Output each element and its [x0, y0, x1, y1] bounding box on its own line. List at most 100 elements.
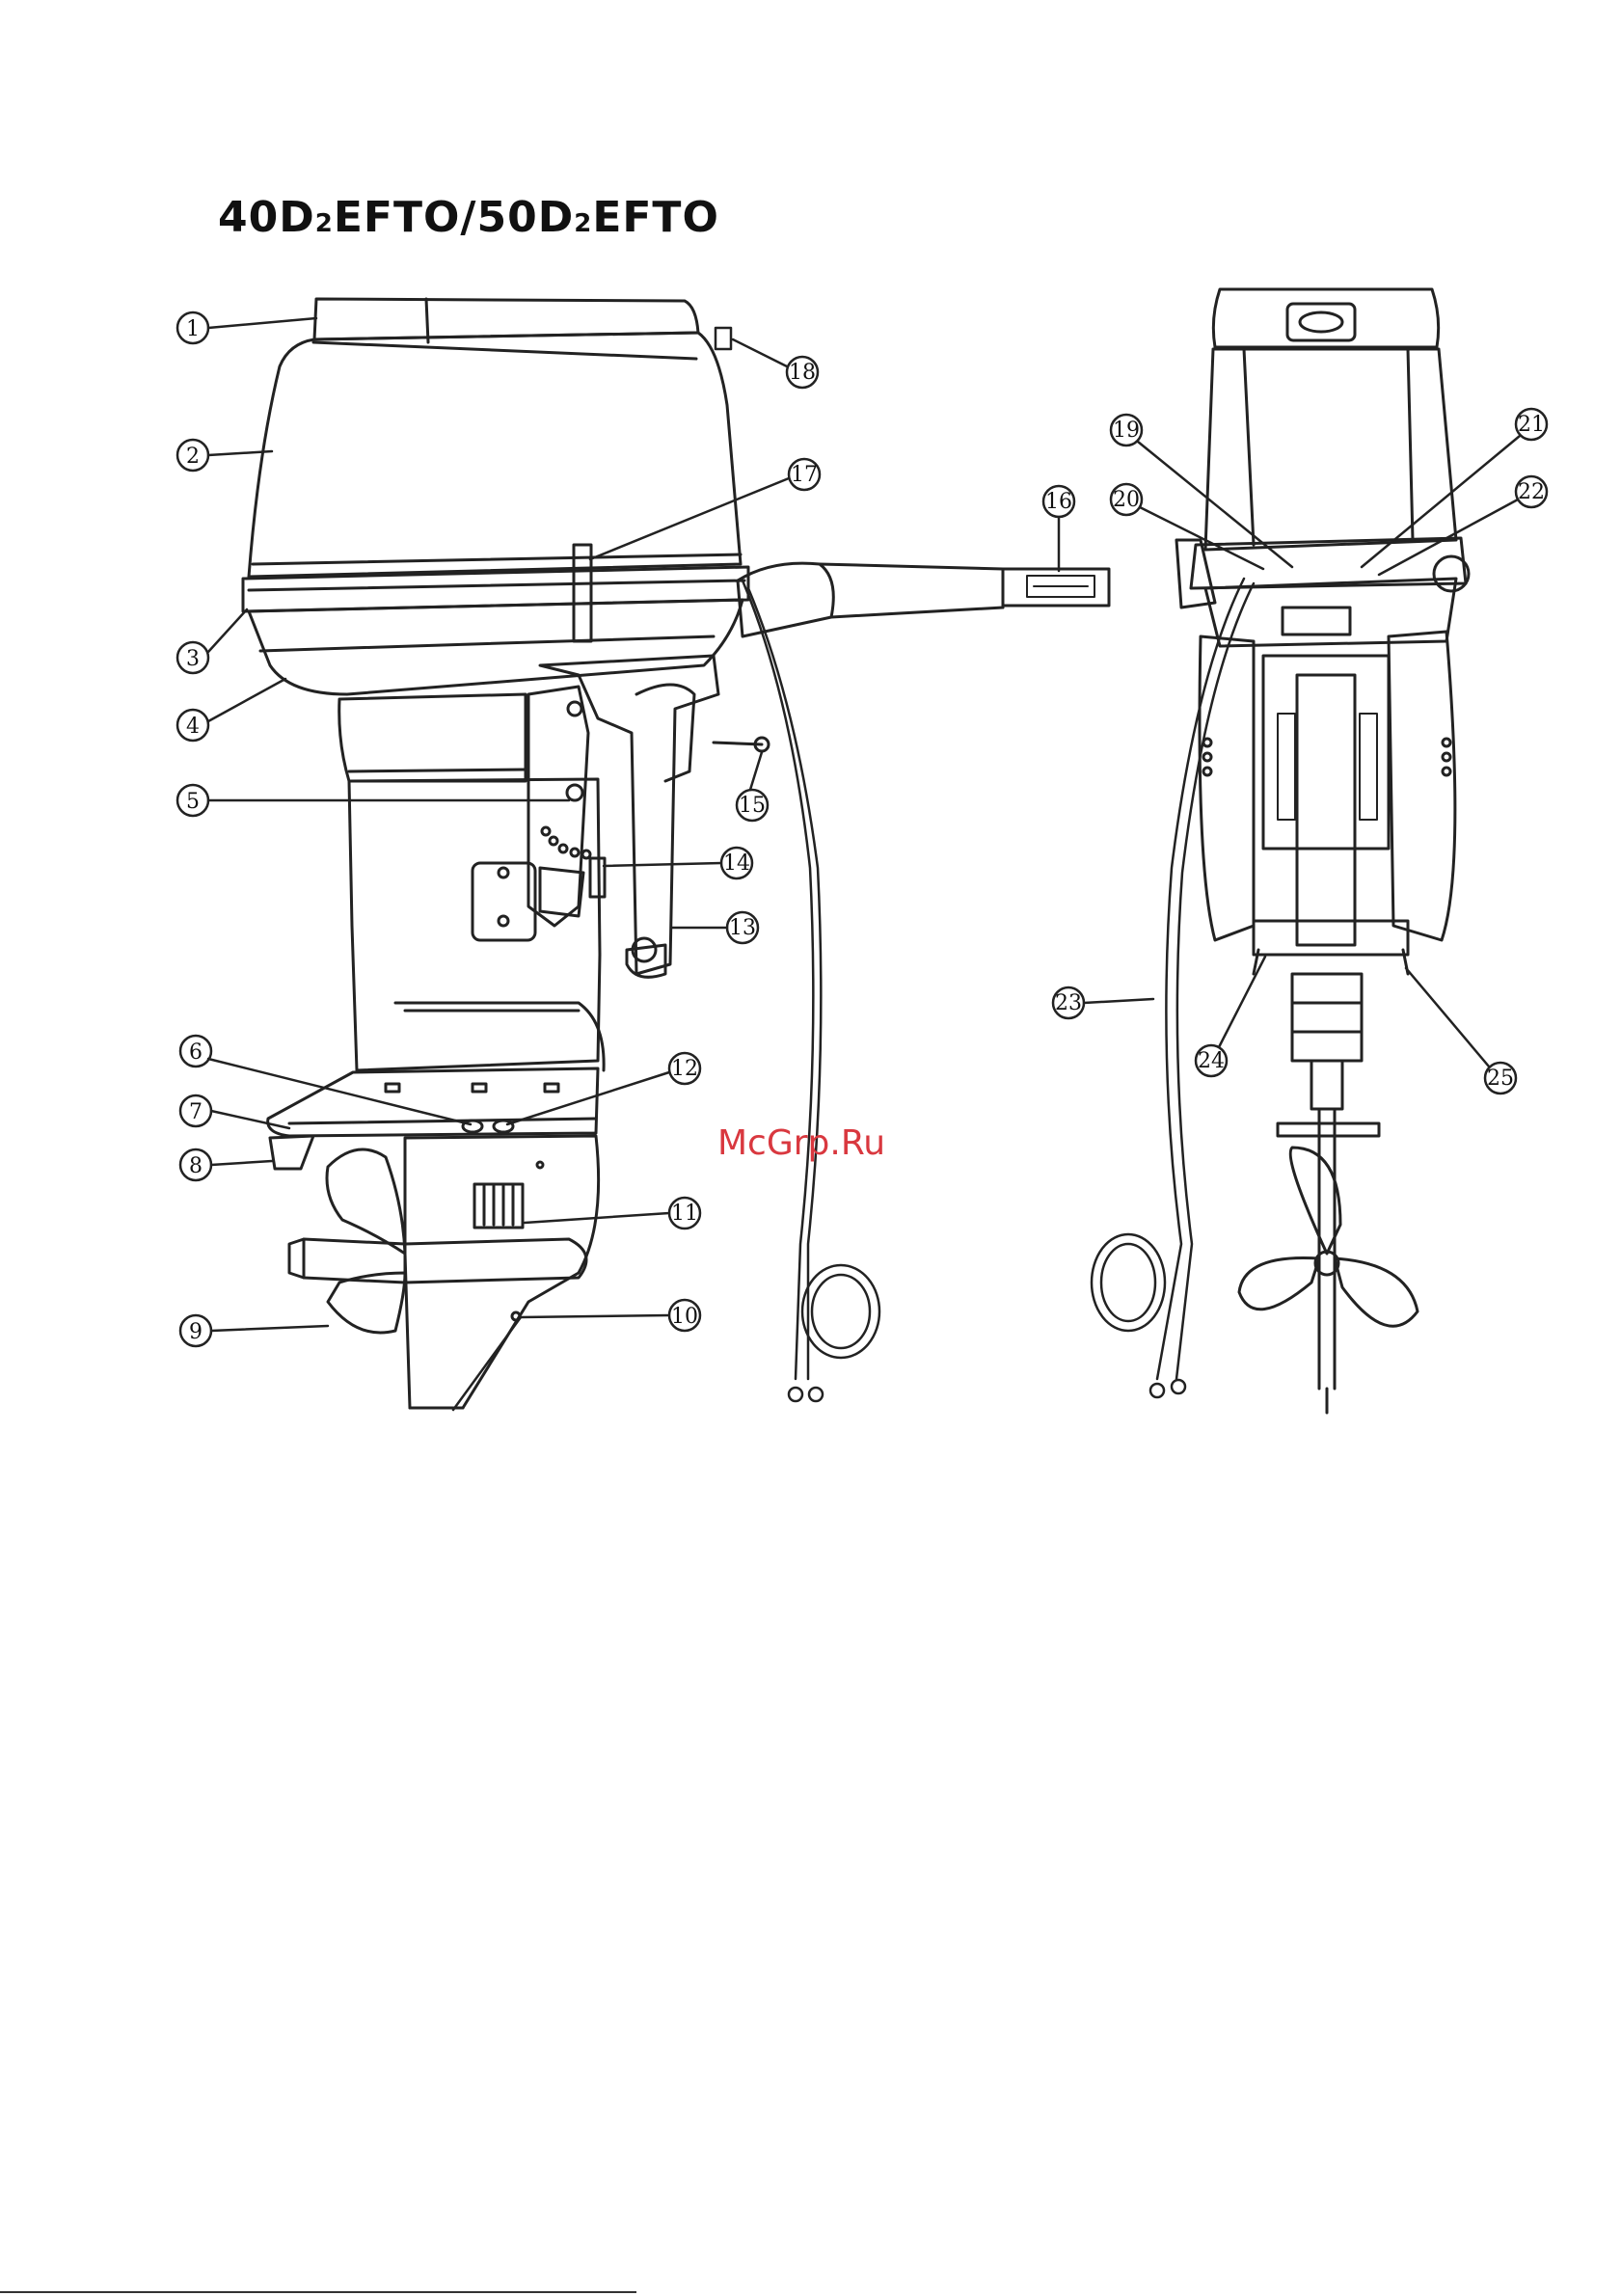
- svg-text:3: 3: [186, 647, 200, 671]
- callout-13: 13: [671, 912, 758, 943]
- svg-text:11: 11: [671, 1202, 698, 1226]
- bracket-hole: [1203, 753, 1211, 761]
- rear-lower-bracket: [1254, 921, 1408, 955]
- callout-24: 24: [1196, 957, 1265, 1076]
- propeller-nose: [289, 1239, 304, 1278]
- svg-text:6: 6: [189, 1040, 203, 1065]
- gear-case: [405, 1136, 599, 1408]
- watermark: McGrp.Ru: [717, 1123, 885, 1163]
- bracket-hole: [1203, 768, 1211, 775]
- svg-text:2: 2: [186, 445, 200, 469]
- tiller-arm: [820, 564, 1003, 617]
- drive-column: [1297, 675, 1355, 945]
- rear-view-motor: [1092, 289, 1469, 1413]
- plate-line: [289, 1119, 596, 1123]
- callout-4: 4: [177, 679, 285, 741]
- tilt-spring: [1278, 714, 1295, 820]
- tilt-hole: [550, 837, 557, 845]
- callout-18: 18: [716, 328, 818, 388]
- svg-text:12: 12: [671, 1057, 698, 1081]
- drain-plug: [537, 1162, 543, 1168]
- tilt-hole: [559, 845, 567, 852]
- cord-strand: [748, 588, 821, 1379]
- callout-11: 11: [525, 1198, 700, 1229]
- svg-text:23: 23: [1055, 991, 1082, 1015]
- rear-cord-clip: [1172, 1380, 1185, 1393]
- rear-cavitation-plate: [1278, 1123, 1379, 1136]
- bracket-hole: [1443, 768, 1450, 775]
- callout-14: 14: [604, 848, 752, 878]
- callout-8: 8: [180, 1149, 272, 1180]
- tilt-hole: [542, 827, 550, 835]
- rear-bracket-left: [1200, 636, 1254, 940]
- rear-cord: [1176, 583, 1254, 1379]
- bracket-hole: [1443, 753, 1450, 761]
- callout-20: 20: [1111, 484, 1263, 569]
- clamp-bracket: [540, 656, 718, 974]
- tilt-spring: [1360, 714, 1377, 820]
- drive-shaft-housing: [349, 779, 600, 1070]
- emergency-cord: [743, 581, 879, 1401]
- svg-text:14: 14: [723, 851, 750, 876]
- plate-slot: [545, 1084, 558, 1092]
- rear-prop-blade: [1335, 1258, 1418, 1326]
- cord-coil: [802, 1265, 879, 1358]
- rear-cord-coil: [1101, 1244, 1155, 1321]
- rear-top-cap: [1213, 289, 1438, 347]
- rear-cowl-seam: [1408, 349, 1413, 540]
- svg-text:20: 20: [1113, 488, 1140, 512]
- callout-15: 15: [737, 752, 768, 821]
- rear-shaft-upper: [1292, 974, 1362, 1061]
- rear-bracket-right: [1389, 632, 1455, 940]
- svg-text:25: 25: [1487, 1067, 1514, 1091]
- svg-text:4: 4: [186, 715, 200, 739]
- callout-16: 16: [1043, 486, 1074, 571]
- cover-bolt: [499, 916, 508, 926]
- latch-band-line: [249, 581, 744, 590]
- clamp-arm: [636, 685, 694, 781]
- cord-coil: [812, 1275, 870, 1348]
- svg-text:17: 17: [791, 463, 818, 487]
- callout-23: 23: [1053, 987, 1153, 1018]
- rear-emblem-oval: [1300, 312, 1342, 332]
- cover-plate: [473, 863, 535, 940]
- cover-bolt: [499, 868, 508, 878]
- cord-clip: [789, 1388, 802, 1401]
- rear-cord-clip: [1150, 1384, 1164, 1397]
- callout-9: 9: [180, 1315, 328, 1346]
- callout-6: 6: [180, 1036, 471, 1124]
- svg-text:15: 15: [739, 794, 766, 818]
- svg-text:22: 22: [1518, 480, 1545, 504]
- rear-cord-coil: [1092, 1234, 1165, 1331]
- upper-cowling: [249, 333, 741, 577]
- plate-slot: [386, 1084, 399, 1092]
- swivel-bracket: [528, 687, 588, 926]
- svg-text:10: 10: [671, 1305, 698, 1329]
- housing-line: [349, 770, 526, 771]
- bracket-bolt: [568, 702, 581, 716]
- exhaust-housing: [339, 694, 526, 781]
- anti-ventilation-plate: [268, 1068, 598, 1136]
- splash-ridge: [395, 1003, 604, 1070]
- svg-text:24: 24: [1198, 1049, 1225, 1073]
- rear-shaft-lower: [1311, 1061, 1342, 1109]
- tilt-hole: [571, 849, 579, 856]
- trim-tab: [270, 1136, 313, 1169]
- svg-text:18: 18: [789, 361, 816, 385]
- svg-text:13: 13: [729, 916, 756, 940]
- cowl-seam-lower: [253, 554, 741, 564]
- callout-25: 25: [1406, 968, 1516, 1094]
- svg-text:21: 21: [1518, 413, 1545, 437]
- cap-seam: [426, 299, 428, 342]
- svg-text:19: 19: [1113, 419, 1140, 443]
- cowl-seam: [313, 342, 696, 359]
- callout-2: 2: [177, 440, 272, 471]
- callout-10: 10: [453, 1300, 700, 1410]
- svg-text:7: 7: [189, 1100, 203, 1124]
- torpedo-housing: [405, 1239, 586, 1283]
- water-inlet: [474, 1184, 523, 1228]
- footer-rule: [0, 2291, 636, 2293]
- rear-prop-blade: [1290, 1148, 1340, 1254]
- svg-text:8: 8: [189, 1154, 203, 1178]
